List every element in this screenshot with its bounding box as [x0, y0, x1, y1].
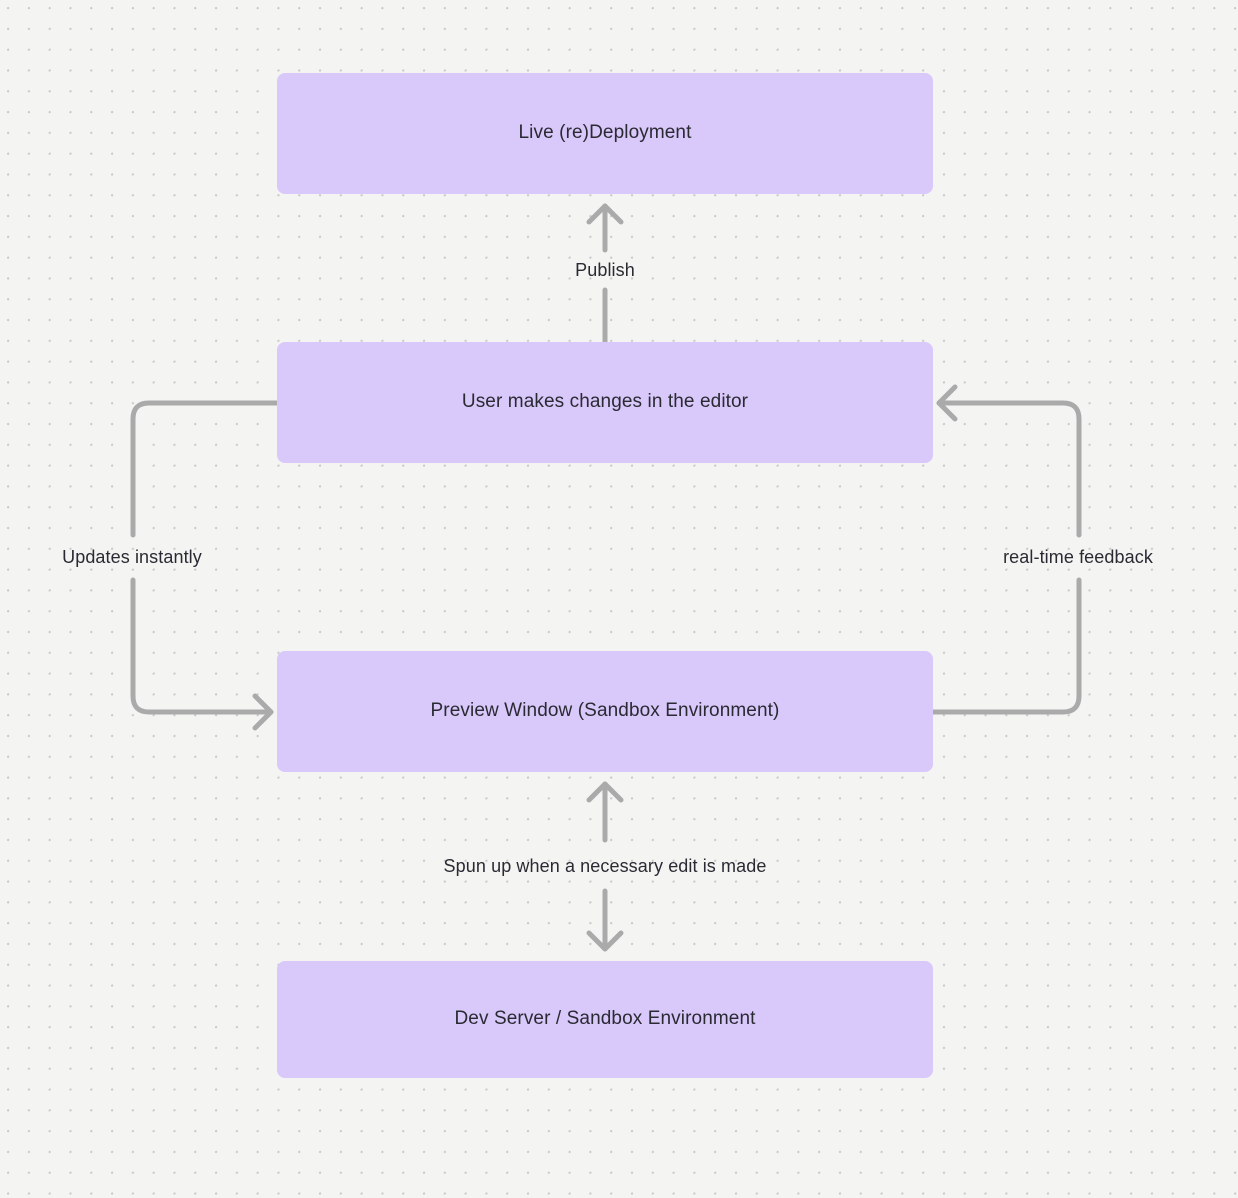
node-dev-server-label: Dev Server / Sandbox Environment	[454, 1008, 756, 1030]
edge-label-updates-instantly: Updates instantly	[62, 547, 202, 567]
edge-label-real-time-feedback: real-time feedback	[1003, 547, 1153, 567]
node-preview-window-label: Preview Window (Sandbox Environment)	[430, 700, 780, 722]
node-live-deployment[interactable]: Live (re)Deployment	[277, 73, 933, 194]
node-live-deployment-label: Live (re)Deployment	[518, 122, 692, 144]
edge-label-spun-up: Spun up when a necessary edit is made	[443, 856, 767, 876]
edge-label-publish: Publish	[575, 260, 635, 280]
node-user-edits-label: User makes changes in the editor	[461, 391, 749, 413]
node-dev-server[interactable]: Dev Server / Sandbox Environment	[277, 961, 933, 1078]
node-user-edits[interactable]: User makes changes in the editor	[277, 342, 933, 463]
node-preview-window[interactable]: Preview Window (Sandbox Environment)	[277, 651, 933, 772]
